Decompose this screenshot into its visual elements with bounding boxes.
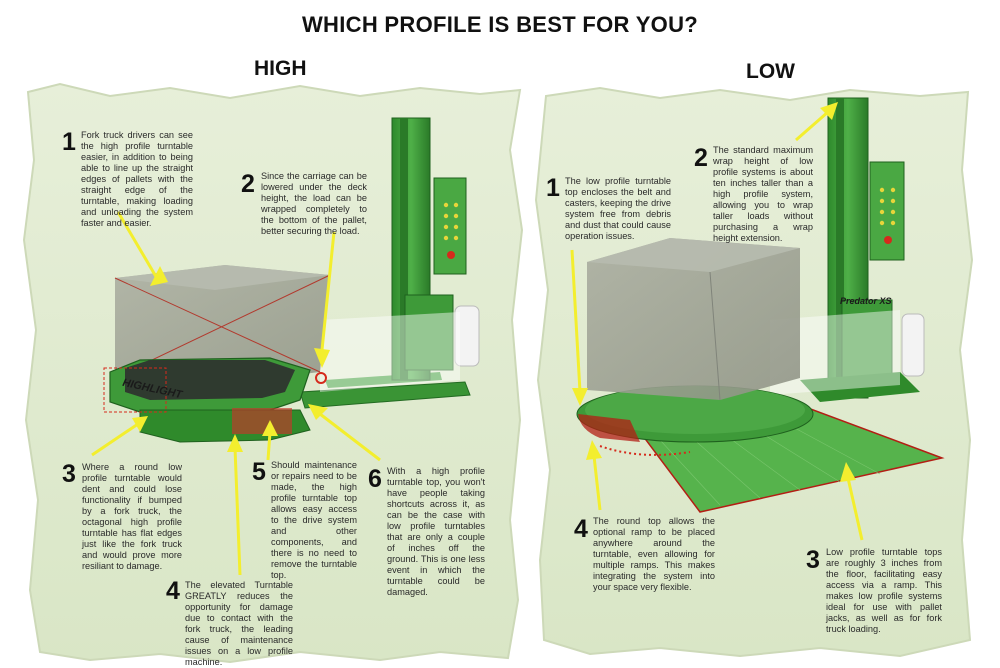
high-note-3-text: Where a round low profile turntable woul… xyxy=(82,462,182,571)
high-note-1-text: Fork truck drivers can see the high prof… xyxy=(81,130,193,228)
high-note-6-number: 6 xyxy=(368,465,382,493)
high-note-4-text: The elevated Turntable GREATLY reduces t… xyxy=(185,580,293,667)
high-note-3-number: 3 xyxy=(62,460,76,488)
low-heading: LOW xyxy=(746,60,795,83)
low-note-3-number: 3 xyxy=(806,546,820,574)
callout-arrows xyxy=(91,102,864,576)
low-note-2-number: 2 xyxy=(694,144,708,172)
high-note-4-number: 4 xyxy=(166,577,180,605)
high-note-5-number: 5 xyxy=(252,458,266,486)
low-note-4-text: The round top allows the optional ramp t… xyxy=(593,516,715,592)
low-note-4-number: 4 xyxy=(574,515,588,543)
low-note-2-text: The standard maximum wrap height of low … xyxy=(713,145,813,243)
high-heading: HIGH xyxy=(254,57,307,80)
high-machine xyxy=(103,117,480,443)
low-note-1-text: The low profile turntable top encloses t… xyxy=(565,176,671,241)
high-note-6-text: With a high profile turntable top, you w… xyxy=(387,466,485,597)
low-note-3-text: Low profile turntable tops are roughly 3… xyxy=(826,547,942,634)
low-machine xyxy=(576,97,945,513)
high-note-2-number: 2 xyxy=(241,170,255,198)
high-note-5-text: Should maintenance or repairs need to be… xyxy=(271,460,357,580)
page-title: WHICH PROFILE IS BEST FOR YOU? xyxy=(301,12,699,37)
predator-brand-label: Predator XS xyxy=(840,296,892,306)
high-note-2-text: Since the carriage can be lowered under … xyxy=(261,171,367,236)
low-note-1-number: 1 xyxy=(546,174,560,202)
high-note-1-number: 1 xyxy=(62,128,76,156)
